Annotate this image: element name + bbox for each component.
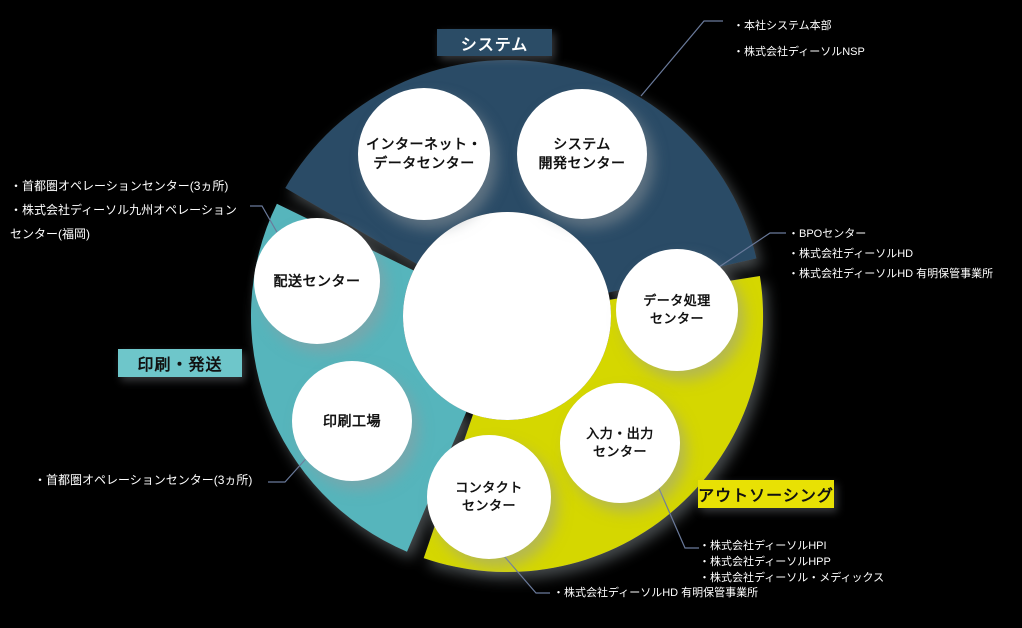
annotation-line: ・株式会社ディーソルHPP	[699, 556, 831, 568]
annotation-line: ・株式会社ディーソルHD	[788, 248, 914, 260]
annotation-system-dev: ・本社システム本部 ・株式会社ディーソルNSP	[733, 13, 865, 65]
annotation-line: ・株式会社ディーソルHD 有明保管事業所	[788, 268, 994, 280]
connector-input-output	[653, 476, 699, 549]
annotation-input-output: ・株式会社ディーソルHPI ・株式会社ディーソルHPP ・株式会社ディーソル・メ…	[699, 538, 884, 586]
connector-print-factory	[268, 451, 313, 483]
center-hole	[403, 212, 611, 420]
section-label-outsourcing: アウトソーシング	[698, 480, 834, 508]
annotation-line: ・株式会社ディーソルNSP	[733, 46, 865, 58]
annotation-print-factory: ・首都圏オペレーションセンター(3ヵ所)	[34, 473, 252, 488]
annotation-line: センター(福岡)	[10, 227, 90, 241]
annotation-delivery: ・首都圏オペレーションセンター(3ヵ所) ・株式会社ディーソル九州オペレーション…	[10, 174, 237, 246]
node-contact-center: コンタクト センター	[427, 435, 551, 559]
section-label-print: 印刷・発送	[118, 349, 242, 377]
connector-system-dev	[640, 20, 723, 97]
annotation-line: ・首都圏オペレーションセンター(3ヵ所)	[34, 473, 253, 487]
annotation-contact: ・株式会社ディーソルHD 有明保管事業所	[553, 586, 758, 601]
annotation-data-processing: ・BPOセンター ・株式会社ディーソルHD ・株式会社ディーソルHD 有明保管事…	[788, 224, 993, 284]
node-internet-data-center: インターネット・ データセンター	[358, 88, 490, 220]
connector-contact	[503, 555, 550, 594]
annotation-line: ・株式会社ディーソル・メディックス	[699, 572, 885, 584]
annotation-line: ・首都圏オペレーションセンター(3ヵ所)	[10, 179, 229, 193]
node-data-processing-center: データ処理 センター	[616, 249, 738, 371]
annotation-line: ・株式会社ディーソル九州オペレーション	[10, 203, 237, 217]
node-print-factory: 印刷工場	[292, 361, 412, 481]
connector-data-processing	[718, 232, 786, 268]
annotation-line: ・BPOセンター	[788, 228, 867, 240]
node-delivery-center: 配送センター	[254, 218, 380, 344]
connectors	[250, 20, 786, 594]
connector-delivery	[250, 205, 279, 235]
annotation-line: ・株式会社ディーソルHPI	[699, 540, 827, 552]
annotation-line: ・本社システム本部	[733, 20, 832, 32]
section-label-system: システム	[437, 29, 552, 56]
node-input-output-center: 入力・出力 センター	[560, 383, 680, 503]
node-system-dev-center: システム 開発センター	[517, 89, 647, 219]
annotation-line: ・株式会社ディーソルHD 有明保管事業所	[553, 587, 759, 599]
